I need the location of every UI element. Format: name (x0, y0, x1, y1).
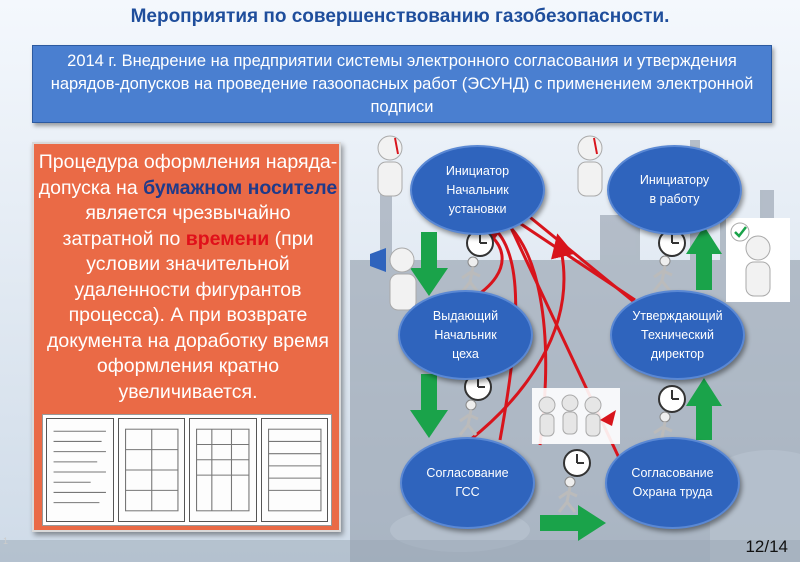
document-page-4-icon (260, 418, 328, 522)
slide-title: Мероприятия по совершенствованию газобез… (130, 6, 670, 27)
procedure-box: Процедура оформления наряда-допуска на б… (32, 142, 341, 532)
node-labor-role: Охрана труда (632, 485, 713, 499)
node-to-initiator-title: Инициатору (639, 173, 710, 187)
highlight-time: времени (185, 227, 270, 250)
node-gss-title: Согласование (426, 466, 509, 480)
node-gss-role: ГСС (455, 485, 480, 499)
node-approver: Утверждающий Технический директор (610, 290, 745, 380)
page-number: 12/14 (745, 537, 788, 556)
node-approver-title: Утверждающий (632, 308, 723, 323)
procedure-part2: является чрезвычайно затратной по (62, 202, 291, 250)
node-initiator-role: Начальник установки (446, 182, 509, 216)
side-label: 1 (3, 536, 9, 546)
node-labor-title: Согласование (631, 466, 714, 480)
procedure-part3: (при условии значительной удаленности фи… (47, 227, 329, 403)
highlight-paper: бумажном носителе (143, 176, 338, 199)
node-initiator-title: Инициатор (445, 163, 510, 178)
procedure-part1: Процедура оформления наряда-допуска на (38, 151, 338, 199)
node-to-initiator-role: в работу (649, 192, 700, 206)
node-gss: Согласование ГСС (400, 437, 535, 529)
node-approver-role: Технический директор (641, 327, 714, 361)
paper-documents-image (42, 414, 332, 526)
node-issuer-title: Выдающий (432, 308, 499, 323)
node-labor-safety: Согласование Охрана труда (605, 437, 740, 529)
node-issuer-role: Начальник цеха (434, 327, 497, 361)
document-page-1-icon (46, 418, 114, 522)
esund-banner: 2014 г. Внедрение на предприятии системы… (32, 45, 772, 123)
node-issuer: Выдающий Начальник цеха (398, 290, 533, 380)
procedure-text: Процедура оформления наряда-допуска на б… (38, 150, 338, 405)
node-initiator: Инициатор Начальник установки (410, 145, 545, 235)
document-page-2-icon (117, 418, 185, 522)
document-page-3-icon (189, 418, 257, 522)
node-to-initiator: Инициатору в работу (607, 145, 742, 235)
